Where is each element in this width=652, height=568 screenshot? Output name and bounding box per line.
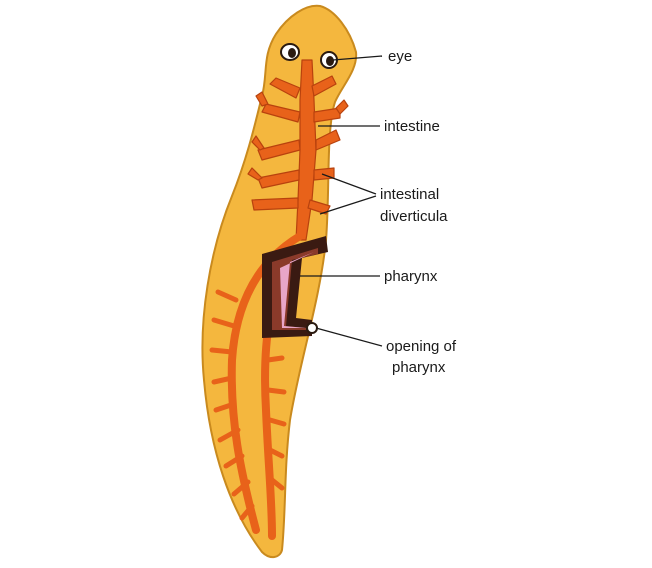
- pharynx-opening-dot: [306, 322, 318, 334]
- label-eye: eye: [388, 48, 412, 65]
- eye-leader: [332, 55, 383, 61]
- eye-left-icon: [280, 43, 300, 61]
- diverticula-leader-upper: [321, 173, 377, 195]
- label-intestine: intestine: [384, 118, 440, 135]
- eye-right-icon: [320, 51, 338, 69]
- intestine-posterior-diverticula: [209, 289, 287, 521]
- label-pharynx: pharynx: [384, 268, 438, 285]
- label-opening-of-pharynx-1: opening of: [386, 338, 457, 355]
- intestine-anterior-branch: [247, 59, 349, 241]
- pharynx-organ: [262, 236, 328, 338]
- label-intestinal-diverticula-1: intestinal: [380, 186, 439, 203]
- label-intestinal-diverticula-2: diverticula: [380, 208, 448, 225]
- opening-leader: [315, 327, 383, 347]
- label-opening-of-pharynx-2: pharynx: [392, 359, 446, 376]
- diverticula-leader-lower: [319, 195, 377, 215]
